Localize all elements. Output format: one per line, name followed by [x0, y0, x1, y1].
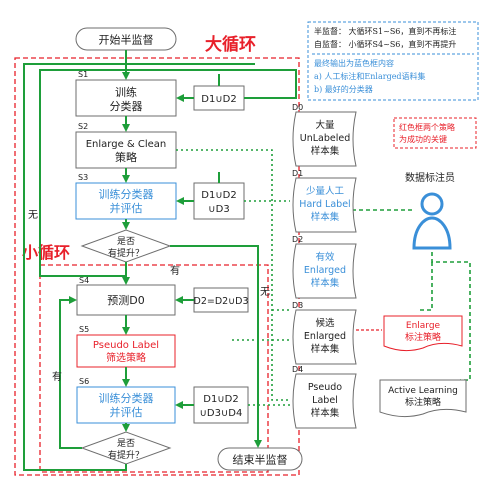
dataset-label-line: Hard Label	[299, 199, 350, 210]
step-s4: S4 预测D0	[76, 276, 176, 316]
dataset-connectors	[176, 149, 290, 406]
edge-label-no-1: 无	[28, 210, 38, 221]
dataset-label-line: 样本集	[311, 211, 340, 223]
small-loop-frame	[39, 264, 269, 473]
dataset-tag: D2	[292, 235, 303, 244]
dataset-label-line: 大量	[315, 119, 335, 131]
dataset-label-line: UnLabeled	[300, 133, 350, 144]
svg-text:策略: 策略	[115, 150, 137, 164]
step-s6: S6 训练分类器 并评估	[76, 377, 176, 424]
note-box	[393, 117, 477, 149]
small-loop-label: 小循环	[22, 243, 70, 262]
svg-text:∪D3: ∪D3	[208, 204, 229, 215]
svg-text:Pseudo Label: Pseudo Label	[93, 340, 159, 351]
svg-text:Enlarge & Clean: Enlarge & Clean	[86, 139, 167, 150]
active-learning-strategy: Active Learning 标注策略	[379, 379, 467, 418]
svg-text:D1∪D2: D1∪D2	[203, 394, 238, 405]
svg-text:半监督： 大循环S1~S6，直到不再标注: 半监督： 大循环S1~S6，直到不再标注	[314, 26, 456, 36]
dataset-label-line: 候选	[315, 317, 335, 329]
svg-text:自监督： 小循环S4~S6，直到不再提升: 自监督： 小循环S4~S6，直到不再提升	[314, 39, 456, 49]
dataset-label-line: 少量人工	[306, 186, 345, 197]
svg-text:∪D3∪D4: ∪D3∪D4	[200, 408, 243, 419]
decision-2: 是否 有提升？	[80, 431, 172, 465]
end-label: 结束半监督	[233, 453, 288, 467]
svg-text:S6: S6	[79, 377, 89, 386]
svg-text:有提升？: 有提升？	[108, 449, 144, 461]
svg-text:D2=D2∪D3: D2=D2∪D3	[194, 296, 249, 307]
dataset-tag: D3	[292, 301, 303, 310]
svg-text:S2: S2	[78, 122, 88, 131]
annotator-connectors	[340, 209, 471, 381]
dataset-label-line: Label	[312, 395, 338, 406]
dataset-label-line: 样本集	[311, 277, 340, 289]
svg-text:S4: S4	[79, 276, 89, 285]
dataset-label-line: 样本集	[311, 145, 340, 157]
note-line1: 红色框两个策略	[399, 122, 455, 132]
end-terminal	[217, 447, 303, 471]
svg-text:并评估: 并评估	[110, 405, 143, 419]
dataset-label-line: Pseudo	[308, 382, 342, 393]
set-box-c: D2=D2∪D3	[193, 287, 249, 313]
big-loop-label: 大循环	[205, 34, 256, 55]
svg-text:S5: S5	[79, 325, 89, 334]
svg-text:b) 最好的分类器: b) 最好的分类器	[314, 84, 373, 94]
svg-text:S1: S1	[78, 70, 88, 79]
svg-text:训练分类器: 训练分类器	[99, 391, 154, 405]
info-box: 半监督： 大循环S1~S6，直到不再标注 自监督： 小循环S4~S6，直到不再提…	[307, 21, 479, 101]
dataset-label-line: 样本集	[311, 343, 340, 355]
svg-text:预测D0: 预测D0	[107, 294, 144, 307]
svg-text:最终输出为蓝色框内容: 最终输出为蓝色框内容	[314, 58, 394, 68]
svg-text:Active Learning: Active Learning	[388, 386, 458, 396]
set-box-a: D1∪D2	[193, 85, 245, 111]
svg-text:并评估: 并评估	[110, 201, 143, 215]
svg-text:是否: 是否	[117, 236, 135, 247]
svg-text:训练: 训练	[115, 85, 137, 99]
edge-label-no-2: 无	[260, 287, 270, 298]
svg-text:训练分类器: 训练分类器	[99, 187, 154, 201]
decision-1: 是否 有提升？	[80, 229, 172, 263]
set-box-b: D1∪D2 ∪D3	[193, 182, 245, 220]
dataset-label-line: 样本集	[311, 407, 340, 419]
svg-text:标注策略: 标注策略	[405, 331, 441, 343]
edge-label-yes-1: 有	[170, 264, 180, 277]
annotator-person-icon	[412, 192, 452, 250]
svg-text:是否: 是否	[117, 438, 135, 449]
svg-text:D1∪D2: D1∪D2	[201, 190, 236, 201]
dataset-tag: D4	[292, 365, 303, 374]
step-s3: S3 训练分类器 并评估	[75, 173, 177, 220]
dataset-tag: D1	[292, 169, 303, 178]
dataset-label-line: Enlarged	[304, 265, 346, 276]
note-line2: 为成功的关键	[399, 134, 447, 144]
dataset-label-line: Enlarged	[304, 331, 346, 342]
svg-text:Enlarge: Enlarge	[406, 321, 441, 331]
svg-text:D1∪D2: D1∪D2	[201, 94, 236, 105]
svg-text:S3: S3	[78, 173, 88, 182]
start-label: 开始半监督	[99, 33, 154, 47]
annotator-label: 数据标注员	[405, 171, 455, 184]
svg-text:a) 人工标注和Enlarged语料集: a) 人工标注和Enlarged语料集	[314, 71, 426, 81]
step-s5: S5 Pseudo Label 筛选策略	[76, 325, 176, 368]
svg-text:分类器: 分类器	[110, 99, 143, 113]
flow-arrows	[23, 50, 297, 471]
dataset-label-line: 有效	[315, 251, 335, 263]
step-s1: S1 训练 分类器	[75, 70, 177, 117]
svg-text:有提升？: 有提升？	[108, 247, 144, 259]
edge-label-yes-2: 有	[52, 370, 62, 383]
enlarge-strategy: Enlarge 标注策略	[383, 315, 463, 352]
set-box-d: D1∪D2 ∪D3∪D4	[193, 386, 249, 424]
dataset-tag: D0	[292, 103, 303, 112]
svg-text:筛选策略: 筛选策略	[106, 351, 146, 364]
svg-text:标注策略: 标注策略	[405, 396, 441, 408]
